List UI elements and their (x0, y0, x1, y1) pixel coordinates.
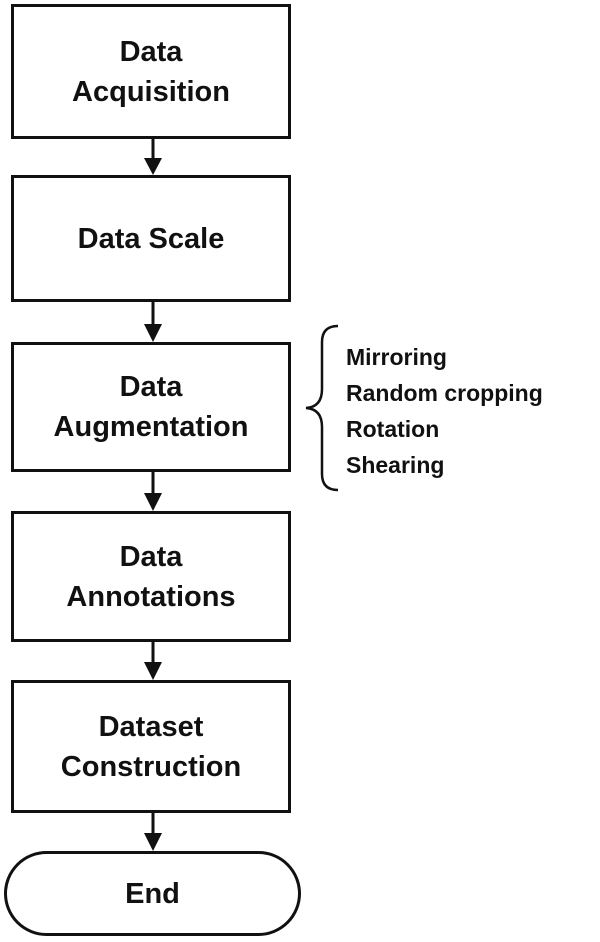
step-data-annotations-label: Data Annotations (66, 537, 235, 617)
step-label-line: Data (119, 35, 183, 68)
step-label-line: Annotations (66, 580, 236, 613)
step-label-line: Dataset (98, 710, 204, 743)
step-label-line: Data (119, 540, 183, 573)
step-data-scale: Data Scale (11, 175, 291, 302)
curly-brace-icon (305, 324, 339, 492)
step-label-line: Augmentation (53, 411, 249, 443)
augmentation-methods-list: Mirroring Random cropping Rotation Shear… (346, 339, 543, 483)
step-dataset-construction: Dataset Construction (11, 680, 291, 813)
arrowhead-icon (144, 158, 162, 175)
augmentation-method-item: Shearing (346, 452, 445, 478)
arrowhead-icon (144, 833, 162, 851)
end-terminal: End (4, 851, 301, 936)
arrowhead-icon (144, 493, 162, 511)
augmentation-method-item: Mirroring (346, 344, 447, 370)
augmentation-method-item: Rotation (346, 416, 440, 442)
step-label-line: Acquisition (72, 75, 230, 108)
step-data-scale-label: Data Scale (78, 219, 225, 259)
step-data-acquisition-label: Data Acquisition (72, 32, 230, 112)
step-data-annotations: Data Annotations (11, 511, 291, 642)
step-data-acquisition: Data Acquisition (11, 4, 291, 139)
step-data-augmentation: Data Augmentation (11, 342, 291, 472)
arrowhead-icon (144, 662, 162, 680)
step-dataset-construction-label: Dataset Construction (61, 707, 241, 787)
augmentation-method-item: Random cropping (346, 380, 543, 406)
step-label-line: Construction (60, 750, 242, 783)
step-label-line: Data Scale (77, 222, 225, 255)
step-label-line: Data (119, 371, 183, 403)
step-data-augmentation-label: Data Augmentation (54, 367, 249, 447)
arrowhead-icon (144, 324, 162, 342)
end-label: End (125, 877, 180, 910)
